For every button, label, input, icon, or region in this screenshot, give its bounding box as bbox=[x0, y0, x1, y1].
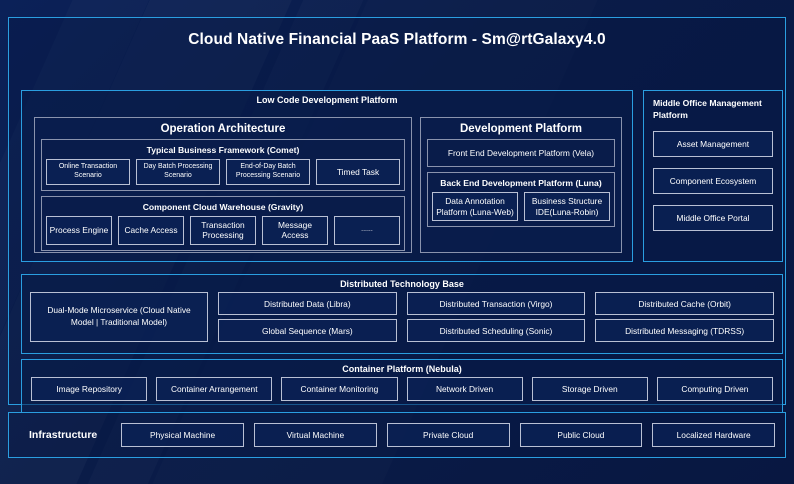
infrastructure-section: Infrastructure Physical Machine Virtual … bbox=[8, 412, 786, 458]
list-item[interactable]: Image Repository bbox=[31, 377, 148, 401]
list-item[interactable]: Transaction Processing bbox=[190, 215, 256, 245]
typical-business-framework-group: Typical Business Framework (Comet) Onlin… bbox=[41, 139, 405, 191]
low-code-development-platform-section: Low Code Development Platform Operation … bbox=[21, 90, 633, 262]
front-end-development-platform-item[interactable]: Front End Development Platform (Vela) bbox=[447, 147, 595, 158]
component-cloud-warehouse-row: Process Engine Cache Access Transaction … bbox=[46, 215, 400, 245]
development-platform-title: Development Platform bbox=[459, 123, 583, 135]
operation-architecture-title: Operation Architecture bbox=[160, 123, 286, 135]
list-item[interactable]: Message Access bbox=[262, 215, 328, 245]
list-item[interactable]: Distributed Transaction (Virgo) bbox=[406, 292, 586, 315]
back-end-development-platform-group: Back End Development Platform (Luna) Dat… bbox=[427, 172, 615, 227]
list-item[interactable]: Process Engine bbox=[46, 215, 112, 245]
list-item[interactable]: Localized Hardware bbox=[652, 423, 776, 447]
container-platform-row: Image Repository Container Arrangement C… bbox=[22, 377, 782, 401]
typical-business-framework-row: Online Transaction Scenario Day Batch Pr… bbox=[46, 159, 400, 185]
middle-office-title: Middle Office Management Platform bbox=[653, 98, 762, 120]
middle-office-management-platform-section: Middle Office Management Platform Asset … bbox=[643, 90, 783, 262]
list-item[interactable]: Timed Task bbox=[316, 159, 400, 185]
list-item[interactable]: Computing Driven bbox=[656, 377, 774, 401]
list-item[interactable]: Online Transaction Scenario bbox=[46, 159, 130, 185]
list-item[interactable]: Cache Access bbox=[118, 215, 184, 245]
infrastructure-label: Infrastructure bbox=[29, 429, 98, 441]
list-item-ellipsis[interactable]: ...... bbox=[334, 215, 400, 245]
typical-business-framework-title: Typical Business Framework (Comet) bbox=[146, 145, 300, 155]
container-platform-section: Container Platform (Nebula) Image Reposi… bbox=[21, 359, 783, 413]
list-item[interactable]: Distributed Cache (Orbit) bbox=[595, 292, 774, 315]
distributed-technology-base-header: Distributed Technology Base bbox=[340, 279, 464, 289]
list-item[interactable]: Physical Machine bbox=[121, 423, 245, 447]
platform-frame: Cloud Native Financial PaaS Platform - S… bbox=[8, 17, 786, 413]
list-item[interactable]: Component Ecosystem bbox=[653, 168, 773, 195]
low-code-section-header: Low Code Development Platform bbox=[256, 95, 398, 105]
diagram-title: Cloud Native Financial PaaS Platform - S… bbox=[188, 31, 606, 48]
component-cloud-warehouse-group: Component Cloud Warehouse (Gravity) Proc… bbox=[41, 195, 405, 251]
distributed-technology-base-section: Distributed Technology Base Dual-Mode Mi… bbox=[21, 274, 783, 354]
development-platform-panel: Development Platform Front End Developme… bbox=[420, 117, 622, 253]
list-item[interactable]: Container Monitoring bbox=[281, 377, 398, 401]
list-item[interactable]: Day Batch Processing Scenario bbox=[136, 159, 220, 185]
list-item[interactable]: End-of-Day Batch Processing Scenario bbox=[226, 159, 310, 185]
list-item[interactable]: Business Structure IDE(Luna-Robin) bbox=[524, 192, 610, 221]
list-item[interactable]: Storage Driven bbox=[531, 377, 648, 401]
list-item[interactable]: Virtual Machine bbox=[254, 423, 377, 447]
list-item[interactable]: Distributed Data (Libra) bbox=[218, 292, 397, 315]
list-item[interactable]: Data Annotation Platform (Luna-Web) bbox=[432, 192, 518, 221]
back-end-development-platform-row: Data Annotation Platform (Luna-Web) Busi… bbox=[432, 192, 610, 221]
container-platform-header: Container Platform (Nebula) bbox=[342, 364, 462, 374]
list-item[interactable]: Distributed Scheduling (Sonic) bbox=[406, 319, 586, 342]
list-item[interactable]: Private Cloud bbox=[386, 423, 510, 447]
list-item[interactable]: Asset Management bbox=[653, 131, 773, 158]
list-item[interactable]: Middle Office Portal bbox=[653, 205, 773, 232]
distributed-technology-grid: Distributed Data (Libra) Distributed Tra… bbox=[218, 292, 774, 342]
front-end-development-platform-group: Front End Development Platform (Vela) bbox=[427, 139, 615, 167]
list-item[interactable]: Distributed Messaging (TDRSS) bbox=[595, 319, 774, 342]
list-item[interactable]: Container Arrangement bbox=[156, 377, 273, 401]
list-item[interactable]: Public Cloud bbox=[519, 423, 643, 447]
operation-architecture-panel: Operation Architecture Typical Business … bbox=[34, 117, 412, 253]
list-item[interactable]: Global Sequence (Mars) bbox=[218, 319, 397, 342]
back-end-development-platform-title: Back End Development Platform (Luna) bbox=[440, 178, 602, 188]
distributed-technology-base-body: Dual-Mode Microservice (Cloud Native Mod… bbox=[22, 292, 782, 342]
list-item[interactable]: Network Driven bbox=[406, 377, 523, 401]
dual-mode-microservice-item[interactable]: Dual-Mode Microservice (Cloud Native Mod… bbox=[30, 292, 208, 342]
component-cloud-warehouse-title: Component Cloud Warehouse (Gravity) bbox=[142, 201, 304, 212]
